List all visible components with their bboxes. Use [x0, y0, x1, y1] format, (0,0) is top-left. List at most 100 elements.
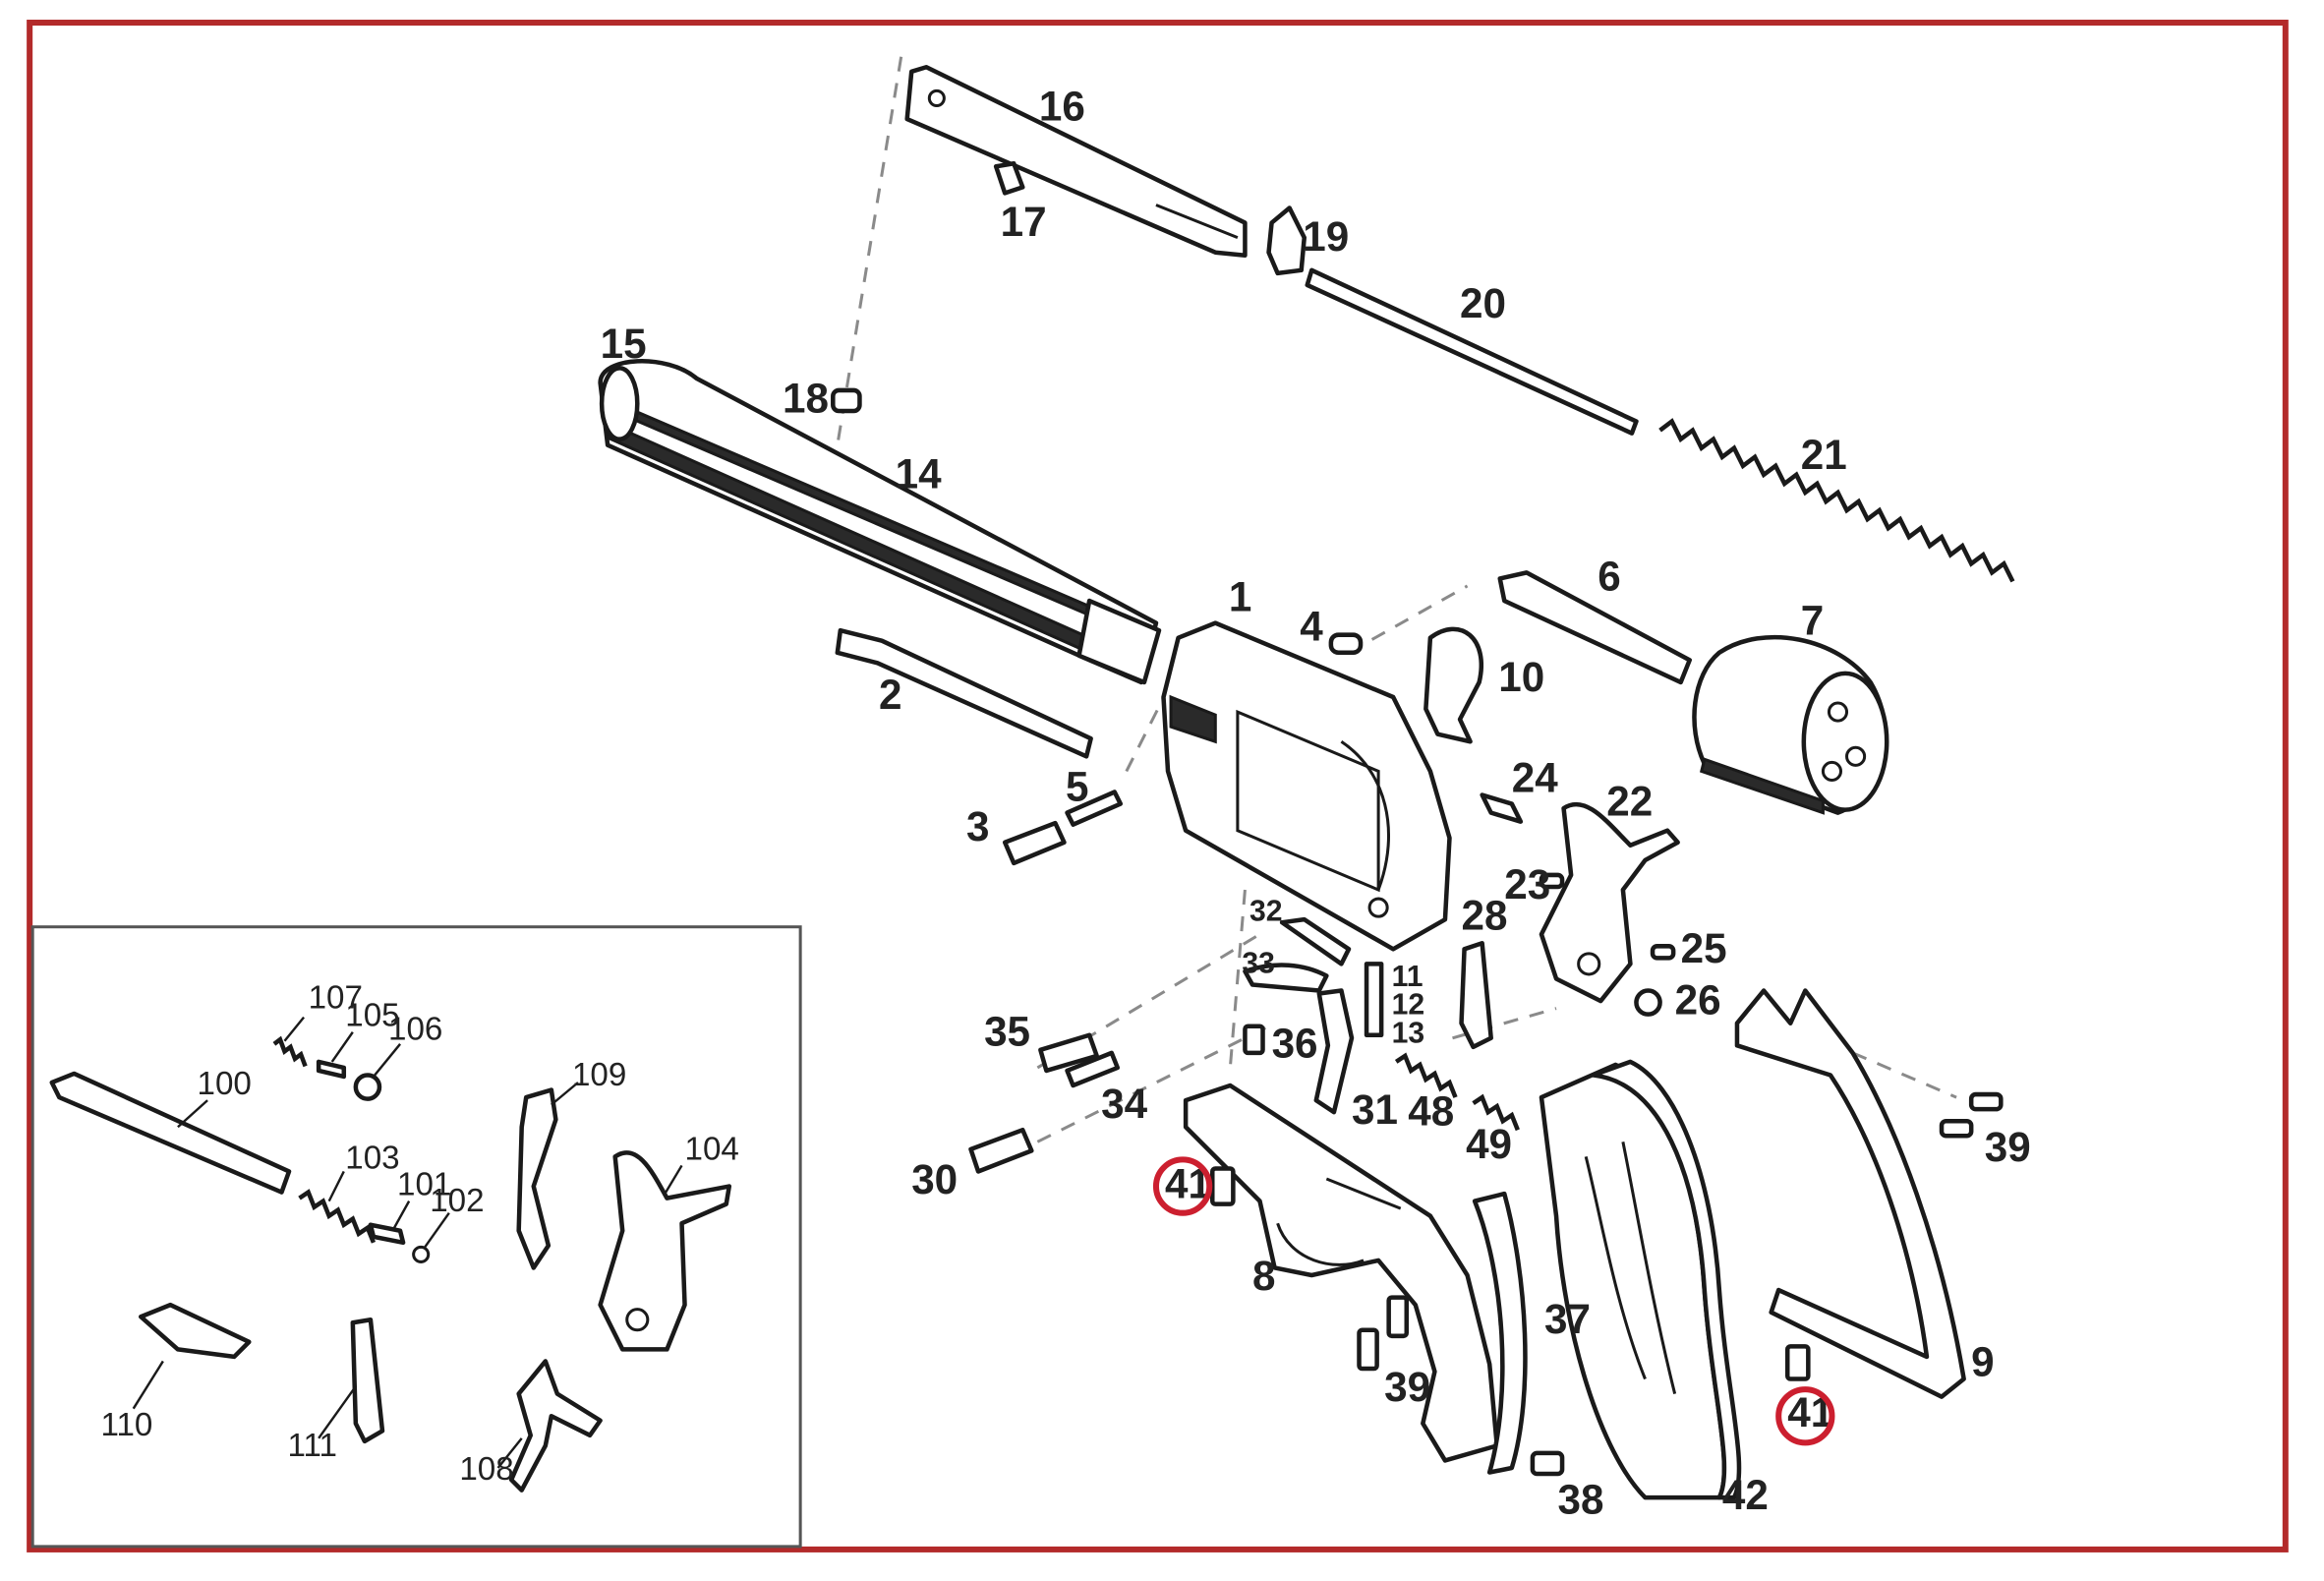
label-6: 6 — [1598, 553, 1620, 599]
inset-label-107: 107 — [309, 980, 363, 1017]
part-base-pin — [835, 627, 1093, 759]
label-32: 32 — [1249, 896, 1283, 928]
inset-panel: 100 101 102 103 104 105 106 107 108 109 … — [30, 925, 802, 1549]
part-37 — [1472, 1191, 1528, 1475]
label-13: 13 — [1392, 1017, 1425, 1049]
part-41b — [1784, 1344, 1811, 1381]
inset-part-100 — [49, 1071, 292, 1195]
inset-label-105: 105 — [345, 998, 399, 1034]
label-39-right: 39 — [1985, 1124, 2031, 1170]
diagram-frame — [27, 20, 2289, 1552]
part-35 — [1038, 1032, 1099, 1074]
part-25 — [1650, 944, 1676, 961]
label-12: 12 — [1392, 989, 1425, 1022]
part-ejector-rod — [1305, 267, 1639, 436]
inset-part-105 — [316, 1059, 347, 1080]
inset-label-101: 101 — [397, 1167, 451, 1203]
label-15: 15 — [601, 321, 647, 367]
label-37: 37 — [1544, 1296, 1591, 1342]
part-barrel — [598, 359, 1162, 685]
label-36: 36 — [1272, 1020, 1318, 1066]
inset-label-103: 103 — [345, 1140, 399, 1176]
label-30: 30 — [911, 1156, 958, 1202]
part-cylinder-pin — [1497, 570, 1692, 685]
label-48: 48 — [1408, 1088, 1454, 1135]
inset-part-104-hole — [625, 1308, 650, 1332]
label-10: 10 — [1498, 654, 1544, 700]
inset-part-102 — [412, 1245, 431, 1263]
label-21: 21 — [1801, 432, 1847, 478]
part-3 — [1002, 820, 1067, 866]
label-7: 7 — [1801, 598, 1824, 644]
label-22: 22 — [1606, 779, 1653, 825]
part-19 — [1266, 205, 1307, 276]
part-11-13 — [1364, 962, 1384, 1038]
inset-part-111 — [350, 1317, 385, 1444]
part-28 — [1459, 941, 1493, 1050]
label-49: 49 — [1466, 1121, 1512, 1167]
part-48 — [1394, 1052, 1458, 1098]
inset-part-103 — [298, 1189, 377, 1244]
label-26: 26 — [1675, 977, 1721, 1024]
part-hammer-22 — [1539, 801, 1680, 1004]
label-5: 5 — [1066, 764, 1088, 810]
label-25: 25 — [1681, 925, 1727, 971]
part-41a — [1209, 1166, 1236, 1206]
inset-label-104: 104 — [685, 1131, 739, 1167]
label-34: 34 — [1101, 1081, 1147, 1127]
inset-part-101 — [368, 1222, 406, 1246]
inset-label-110: 110 — [101, 1407, 153, 1443]
part-24 — [1480, 792, 1524, 824]
part-26 — [1634, 988, 1662, 1017]
label-2: 2 — [879, 672, 901, 718]
inset-label-109: 109 — [572, 1057, 626, 1093]
label-28: 28 — [1462, 893, 1508, 939]
label-11: 11 — [1392, 961, 1423, 993]
inset-label-111: 111 — [287, 1428, 336, 1464]
part-18 — [831, 387, 862, 414]
part-32 — [1279, 916, 1352, 966]
part-cylinder — [1692, 634, 1889, 815]
label-17: 17 — [1001, 199, 1047, 245]
label-23: 23 — [1504, 861, 1550, 908]
label-1: 1 — [1229, 574, 1251, 620]
inset-label-102: 102 — [430, 1183, 484, 1219]
part-30 — [968, 1127, 1034, 1174]
label-24: 24 — [1512, 755, 1558, 801]
assembly-guide-lines — [836, 56, 1957, 1143]
highlight-circle-41-right — [1775, 1386, 1835, 1446]
part-ejector-spring — [1658, 418, 2015, 583]
part-frame — [1161, 620, 1452, 952]
label-38: 38 — [1558, 1477, 1604, 1523]
part-36 — [1243, 1024, 1265, 1056]
label-42: 42 — [1722, 1472, 1769, 1518]
part-49 — [1472, 1093, 1520, 1132]
inset-part-108 — [508, 1359, 603, 1493]
part-39a-screw1 — [1357, 1327, 1379, 1372]
label-3: 3 — [966, 803, 989, 849]
part-trigger-guard — [1183, 1083, 1499, 1463]
part-hammer-hole — [1577, 952, 1601, 976]
label-31: 31 — [1352, 1086, 1398, 1133]
part-4 — [1328, 632, 1364, 656]
part-ejector-rod-housing — [904, 65, 1248, 258]
inset-label-100: 100 — [198, 1066, 252, 1102]
part-backstrap — [1734, 988, 1966, 1399]
inset-label-108: 108 — [459, 1451, 513, 1488]
label-20: 20 — [1460, 280, 1506, 326]
label-14: 14 — [896, 450, 942, 497]
inset-part-109 — [516, 1087, 558, 1270]
inset-label-106: 106 — [388, 1011, 442, 1047]
part-34 — [1065, 1050, 1121, 1088]
label-4: 4 — [1300, 604, 1323, 650]
part-39b-screw1 — [1968, 1091, 2004, 1112]
label-8: 8 — [1252, 1253, 1275, 1299]
label-16: 16 — [1039, 84, 1085, 130]
label-9: 9 — [1971, 1339, 1994, 1385]
part-38 — [1530, 1450, 1565, 1477]
label-19: 19 — [1303, 213, 1349, 260]
inset-part-110 — [138, 1302, 252, 1360]
part-hammer-10 — [1423, 626, 1483, 744]
part-labels: 1 2 3 4 5 6 7 8 9 10 11 12 13 14 15 16 1… — [601, 84, 2031, 1523]
